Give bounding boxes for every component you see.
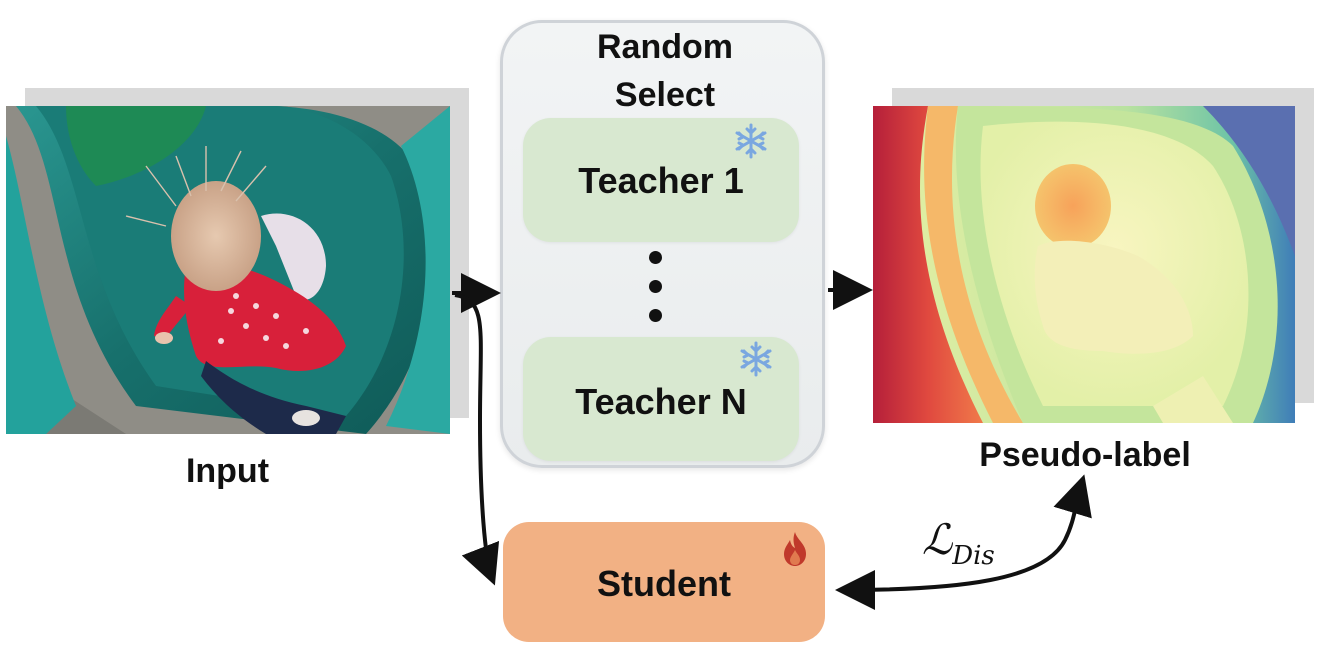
loss-label: ℒDis xyxy=(922,515,995,571)
teacher-1-box: Teacher 1 xyxy=(523,118,799,242)
snowflake-icon xyxy=(740,341,772,377)
pseudo-label-caption: Pseudo-label xyxy=(979,436,1191,474)
loss-subscript: Dis xyxy=(952,541,995,571)
teacher-n-box: Teacher N xyxy=(523,337,799,461)
loss-symbol: ℒ xyxy=(922,515,953,564)
input-image xyxy=(6,106,450,434)
input-label: Input xyxy=(185,452,270,490)
ellipsis-dot-1 xyxy=(649,251,662,264)
depth-map-illustration xyxy=(873,106,1295,423)
student-label: Student xyxy=(597,563,731,604)
input-photo-illustration xyxy=(6,106,450,434)
random-select-title-line2: Select xyxy=(614,76,716,114)
teacher-1-label: Teacher 1 xyxy=(578,160,744,201)
flame-icon xyxy=(784,532,806,566)
teacher-n-label: Teacher N xyxy=(575,381,747,422)
snowflake-icon xyxy=(735,123,767,159)
ellipsis-dot-2 xyxy=(649,280,662,293)
student-box: Student xyxy=(503,522,825,642)
pseudo-label-image xyxy=(873,106,1295,423)
ellipsis-dot-3 xyxy=(649,309,662,322)
random-select-title-line1: Random xyxy=(597,28,733,66)
